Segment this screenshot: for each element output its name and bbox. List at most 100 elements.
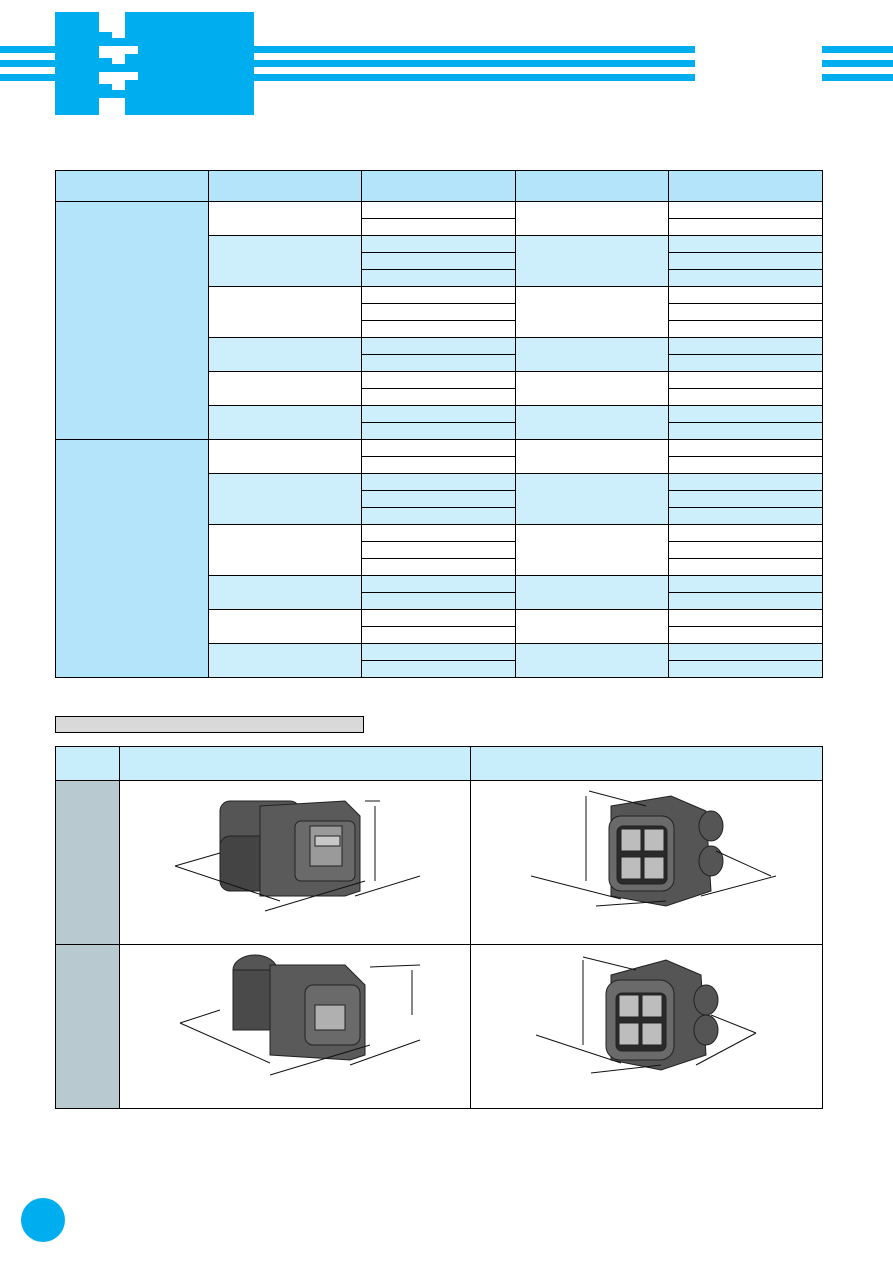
spec-merged-cell <box>515 473 669 525</box>
section-label <box>55 716 364 733</box>
spec-table-row <box>56 235 823 287</box>
spec-merged-cell <box>515 286 669 338</box>
spec-cell <box>361 524 516 542</box>
spec-cell <box>668 422 823 440</box>
spec-cell <box>668 286 823 304</box>
spec-subgroup-cell <box>208 201 362 236</box>
spec-cell <box>668 235 823 253</box>
spec-merged-cell <box>515 575 669 610</box>
spec-cell <box>361 422 516 440</box>
spec-cell <box>361 490 516 508</box>
spec-merged-cell <box>515 235 669 287</box>
connector-col-header <box>470 746 823 781</box>
connector-col-header <box>55 746 120 781</box>
spec-cell <box>361 541 516 559</box>
header-stripe-6 <box>822 74 893 81</box>
spec-cell <box>361 609 516 627</box>
spec-merged-cell <box>515 201 669 236</box>
spec-merged-cell <box>515 609 669 644</box>
spec-cell <box>668 575 823 593</box>
connector-image-cell <box>470 944 823 1109</box>
spec-table-row <box>56 609 823 644</box>
header-stripe-4 <box>822 46 893 53</box>
spec-table-row <box>55 201 823 440</box>
connector-row-label <box>55 944 120 1109</box>
spec-cell <box>668 541 823 559</box>
spec-merged-cell <box>515 337 669 372</box>
spec-table-row <box>56 320 823 338</box>
spec-subgroup-cell <box>208 405 362 440</box>
spec-cell <box>361 286 516 304</box>
spec-group-label <box>55 439 209 678</box>
spec-cell <box>668 609 823 627</box>
spec-cell <box>668 388 823 406</box>
spec-merged-cell <box>515 439 669 474</box>
connector-image-cell <box>119 944 471 1109</box>
spec-table-row <box>56 507 823 525</box>
spec-subgroup-cell <box>208 235 362 287</box>
spec-cell <box>668 371 823 389</box>
spec-cell <box>668 592 823 610</box>
spec-subgroup-cell <box>208 439 362 474</box>
spec-merged-cell <box>515 524 669 576</box>
spec-cell <box>668 524 823 542</box>
spec-subgroup-cell <box>208 286 362 338</box>
spec-cell <box>361 303 516 321</box>
spec-col-header <box>668 170 823 202</box>
spec-cell <box>361 371 516 389</box>
connector-row <box>55 944 823 1109</box>
spec-table-row <box>56 405 823 440</box>
header-stripe-3 <box>0 74 695 81</box>
connector-col-header <box>119 746 471 781</box>
spec-table-row <box>55 439 823 678</box>
spec-cell <box>361 558 516 576</box>
spec-cell <box>361 388 516 406</box>
spec-cell <box>361 252 516 270</box>
spec-cell <box>668 626 823 644</box>
spec-subgroup-cell <box>208 524 362 576</box>
spec-cell <box>361 337 516 355</box>
spec-subgroup-cell <box>208 575 362 610</box>
spec-table-row <box>56 660 823 678</box>
spec-cell <box>361 592 516 610</box>
spec-cell <box>361 405 516 423</box>
spec-cell <box>361 575 516 593</box>
page-number-circle-icon <box>21 1198 65 1242</box>
spec-cell <box>361 660 516 678</box>
spec-cell <box>668 456 823 474</box>
spec-table-row <box>56 371 823 406</box>
spec-table <box>55 170 823 678</box>
connector-table <box>55 746 823 1109</box>
spec-table-row <box>56 473 823 525</box>
header-stripe-2 <box>0 60 695 67</box>
spec-table-row <box>56 575 823 610</box>
spec-subgroup-cell <box>208 371 362 406</box>
spec-cell <box>361 507 516 525</box>
spec-cell <box>361 320 516 338</box>
spec-table-row <box>56 643 823 678</box>
spec-cell <box>361 235 516 253</box>
spec-table-row <box>56 626 823 644</box>
spec-table-header <box>55 170 823 202</box>
header-stripe-1 <box>0 46 695 53</box>
spec-cell <box>668 490 823 508</box>
spec-cell <box>668 405 823 423</box>
spec-table-row <box>56 592 823 610</box>
spec-cell <box>668 320 823 338</box>
spec-merged-cell <box>515 371 669 406</box>
spec-table-row <box>56 490 823 508</box>
spec-table-row <box>56 354 823 372</box>
spec-cell <box>361 456 516 474</box>
spec-cell <box>668 439 823 457</box>
spec-subgroup-cell <box>208 609 362 644</box>
spec-table-row <box>56 524 823 576</box>
female-connector-housing-icon <box>535 956 757 1074</box>
spec-cell <box>361 473 516 491</box>
spec-subgroup-cell <box>208 643 362 678</box>
spec-cell <box>361 354 516 372</box>
spec-subgroup-cell <box>208 473 362 525</box>
spec-cell <box>361 269 516 287</box>
spec-table-row <box>56 422 823 440</box>
male-connector-housing-icon <box>179 954 421 1076</box>
spec-col-header <box>361 170 516 202</box>
